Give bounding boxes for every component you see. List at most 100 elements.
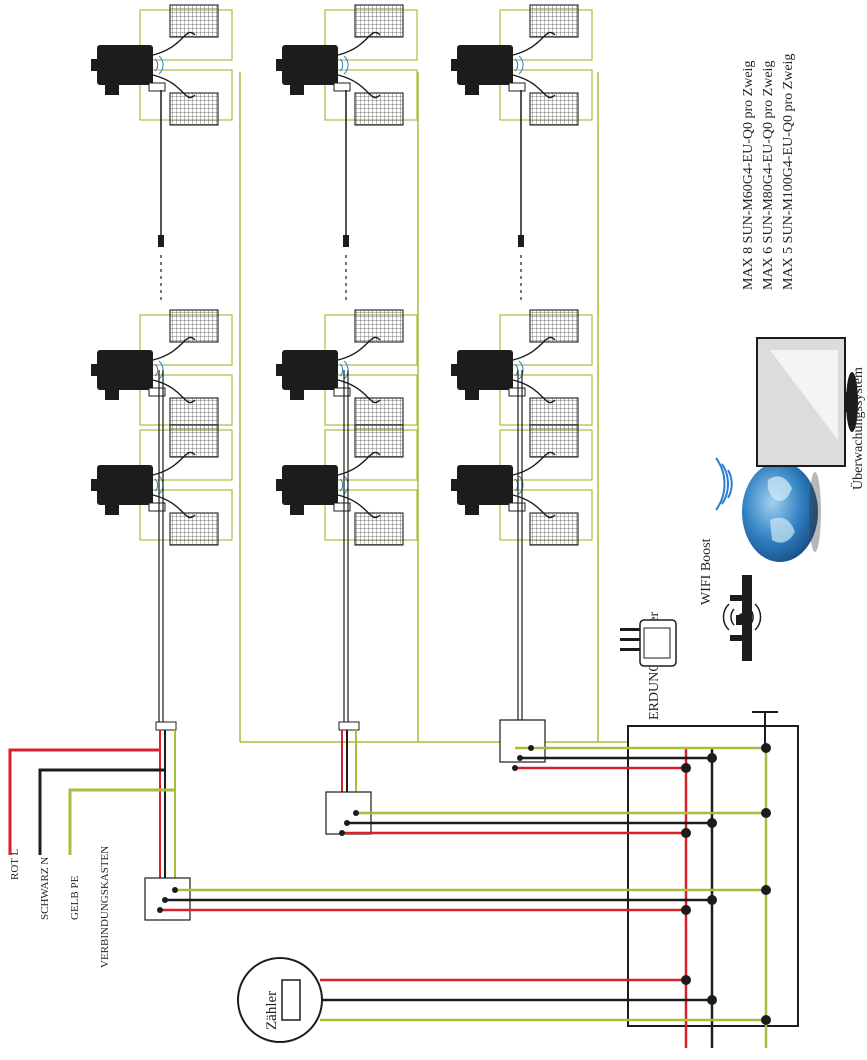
inverter-module [91,424,233,546]
microinverter-icon [282,465,338,505]
dc-cable [152,31,196,56]
router-icon [730,575,752,661]
solar-panel-icon [529,424,579,458]
inverter-connector [465,390,479,400]
inverter-bracket [276,364,284,376]
inverter-connector [465,85,479,95]
inverter-module [91,4,233,126]
ac-trunk-connector [333,387,351,397]
dc-cable [512,451,556,476]
solar-panel-icon [354,92,404,126]
dc-cable [337,379,381,404]
dc-cable [337,31,381,56]
ac-trunk-connector [333,82,351,92]
solar-panel-icon [169,512,219,546]
inverter-module [276,424,418,546]
inverter-bracket [91,479,99,491]
label-gelb-pe: GELB PE [69,875,81,920]
solar-panel-icon [529,512,579,546]
globe-icon [742,462,821,562]
dc-cable [152,379,196,404]
wifi-booster-icon [620,619,677,667]
wifi-signal-icon [339,478,344,492]
inverter-array [91,4,593,546]
solar-panel-icon [529,4,579,38]
wifi-signal-icon [518,360,524,380]
monitor-icon [756,337,858,467]
meter-label: Zähler [264,991,280,1030]
dc-cable [152,451,196,476]
label-rot-l: ROT L [9,848,21,880]
feeder-lines [160,746,766,1022]
dc-cable [152,336,196,361]
label-erdung: ERDUNG [647,662,662,720]
inverter-module [451,424,593,546]
trunk-end-connector [343,235,349,247]
solar-panel-icon [529,92,579,126]
junction-boxes [144,719,546,921]
dc-cable [512,494,556,519]
inverter-bracket [276,479,284,491]
ac-trunk-connector [508,502,526,512]
inverter-connector [105,85,119,95]
ac-trunk-connector [148,387,166,397]
solar-panel-icon [354,512,404,546]
microinverter-icon [97,465,153,505]
solar-panel-icon [169,424,219,458]
inverter-module [91,309,233,431]
inverter-bracket [451,479,459,491]
wifi-signal-icon [518,55,524,75]
microinverter-icon [97,350,153,390]
inverter-module [451,4,593,126]
solar-panel-icon [169,92,219,126]
solar-panel-icon [169,309,219,343]
ac-trunk-connector [508,82,526,92]
label-wifi-boost: WIFI Boost [699,538,714,605]
model-note-1: MAX 8 SUN-M60G4-EU-Q0 pro Zweig [741,61,756,290]
wifi-signal-icon [339,58,344,72]
ac-trunk-connector [333,502,351,512]
microinverter-icon [457,350,513,390]
wifi-signal-icon [514,363,519,377]
inverter-bracket [451,364,459,376]
ac-trunk-connector [148,502,166,512]
wifi-signal-icon [514,58,519,72]
cable-end-caps [155,721,534,731]
inverter-connector [105,390,119,400]
inverter-connector [105,505,119,515]
inverter-connector [290,505,304,515]
inverter-module [276,4,418,126]
dc-cable [152,74,196,99]
inverter-connector [465,505,479,515]
label-verbindungskasten: VERBINDUNGSKASTEN [99,846,111,968]
solar-panel-icon [354,4,404,38]
wifi-signal-icon [154,58,159,72]
trunk-end-connector [158,235,164,247]
dc-cable [337,336,381,361]
wifi-icon [715,457,733,511]
wifi-signal-icon [158,55,164,75]
dc-cable [337,494,381,519]
trunk-end-connector [518,235,524,247]
model-note-3: MAX 5 SUN-M100G4-EU-Q0 pro Zweig [781,54,796,290]
microinverter-icon [457,45,513,85]
dc-cable [337,74,381,99]
wifi-signal-icon [154,363,159,377]
junction-dots [681,743,771,1025]
dc-cable [512,379,556,404]
wifi-signal-icon [518,475,524,495]
microinverter-icon [457,465,513,505]
model-notes: MAX 8 SUN-M60G4-EU-Q0 pro Zweig MAX 6 SU… [741,54,796,290]
trunk-cables [158,370,523,725]
junction-box-right [499,719,546,763]
router-wifi-icon [722,603,762,631]
wifi-signal-icon [154,478,159,492]
wifi-signal-icon [514,478,519,492]
wifi-signal-icon [339,363,344,377]
meter: Zähler [237,957,323,1043]
solar-panel-icon [529,309,579,343]
supply-wires [8,748,175,855]
solar-panel-icon [169,4,219,38]
